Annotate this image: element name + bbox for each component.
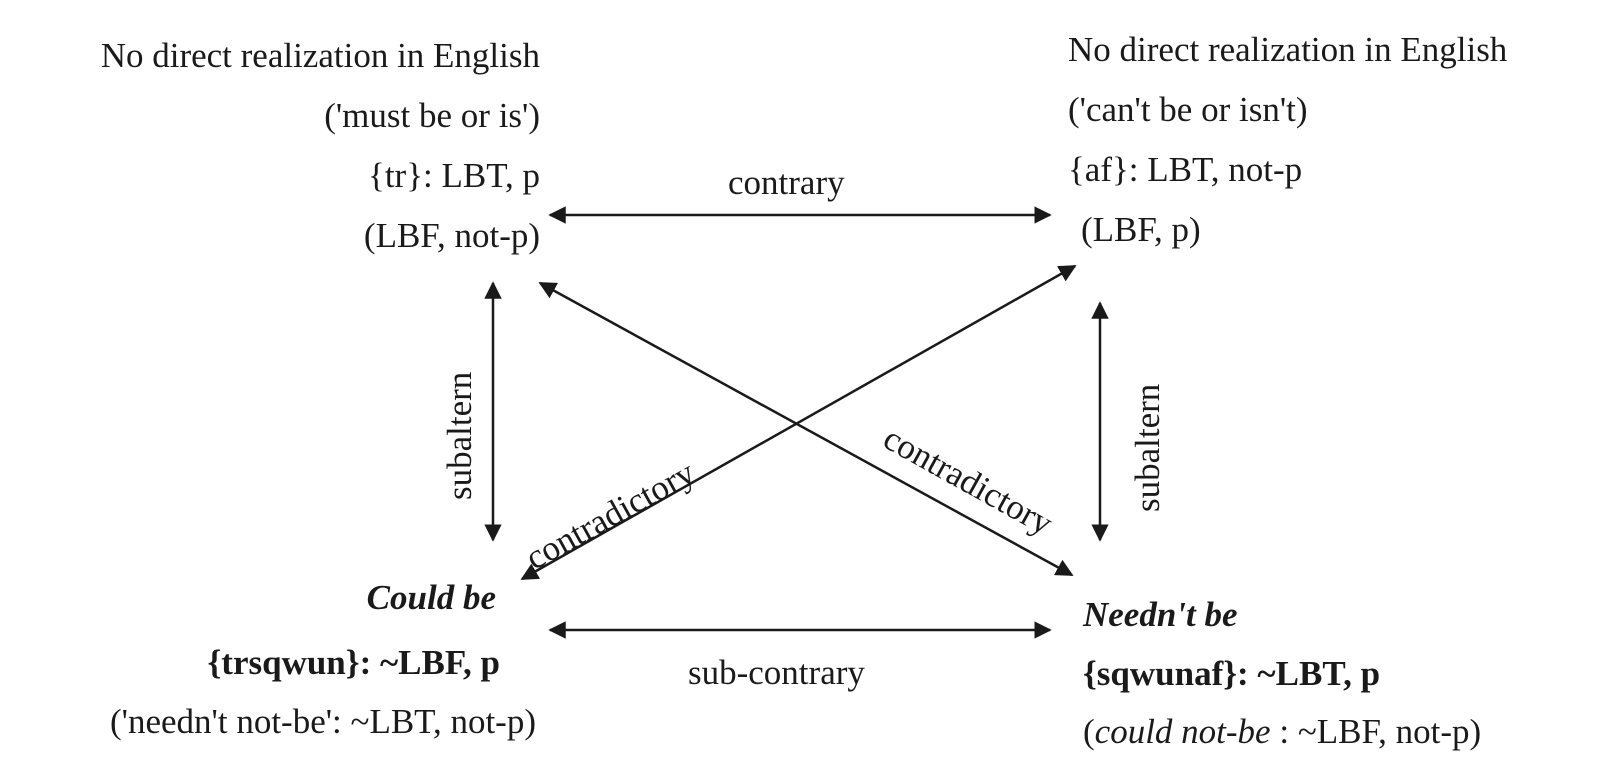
bottom-right-note: (could not-be : ~LBF, not-p)	[1083, 714, 1481, 749]
sub-contrary-label: sub-contrary	[688, 653, 865, 692]
bottom-left-label: {trsqwun}: ~LBF, p	[207, 643, 501, 682]
bottom-right-note-open: (	[1083, 712, 1095, 751]
contrary-label: contrary	[728, 163, 845, 202]
bottom-left-title: Could be	[366, 578, 496, 617]
top-left-line4: (LBF, not-p)	[363, 216, 540, 255]
top-left-line1: No direct realization in English	[100, 36, 540, 75]
top-left-line3: {tr}: LBT, p	[368, 156, 540, 195]
top-right-line1: No direct realization in English	[1068, 30, 1508, 69]
subaltern-right-label: subaltern	[1128, 383, 1167, 512]
bottom-right-label: {sqwunaf}: ~LBT, p	[1083, 654, 1381, 693]
bottom-left-note: ('needn't not-be': ~LBT, not-p)	[110, 702, 536, 741]
bottom-right-title: Needn't be	[1083, 595, 1238, 634]
bottom-right-note-rest: : ~LBF, not-p)	[1270, 712, 1482, 751]
top-left-line2: ('must be or is')	[324, 96, 540, 135]
top-right-line3: {af}: LBT, not-p	[1068, 150, 1303, 189]
contradictory-diagonal-2	[520, 264, 1077, 581]
bottom-right-note-italic: could not-be	[1094, 712, 1271, 751]
top-right-line4: (LBF, p)	[1081, 210, 1201, 249]
top-right-line2: ('can't be or isn't)	[1068, 90, 1308, 129]
subaltern-left-label: subaltern	[440, 371, 479, 500]
